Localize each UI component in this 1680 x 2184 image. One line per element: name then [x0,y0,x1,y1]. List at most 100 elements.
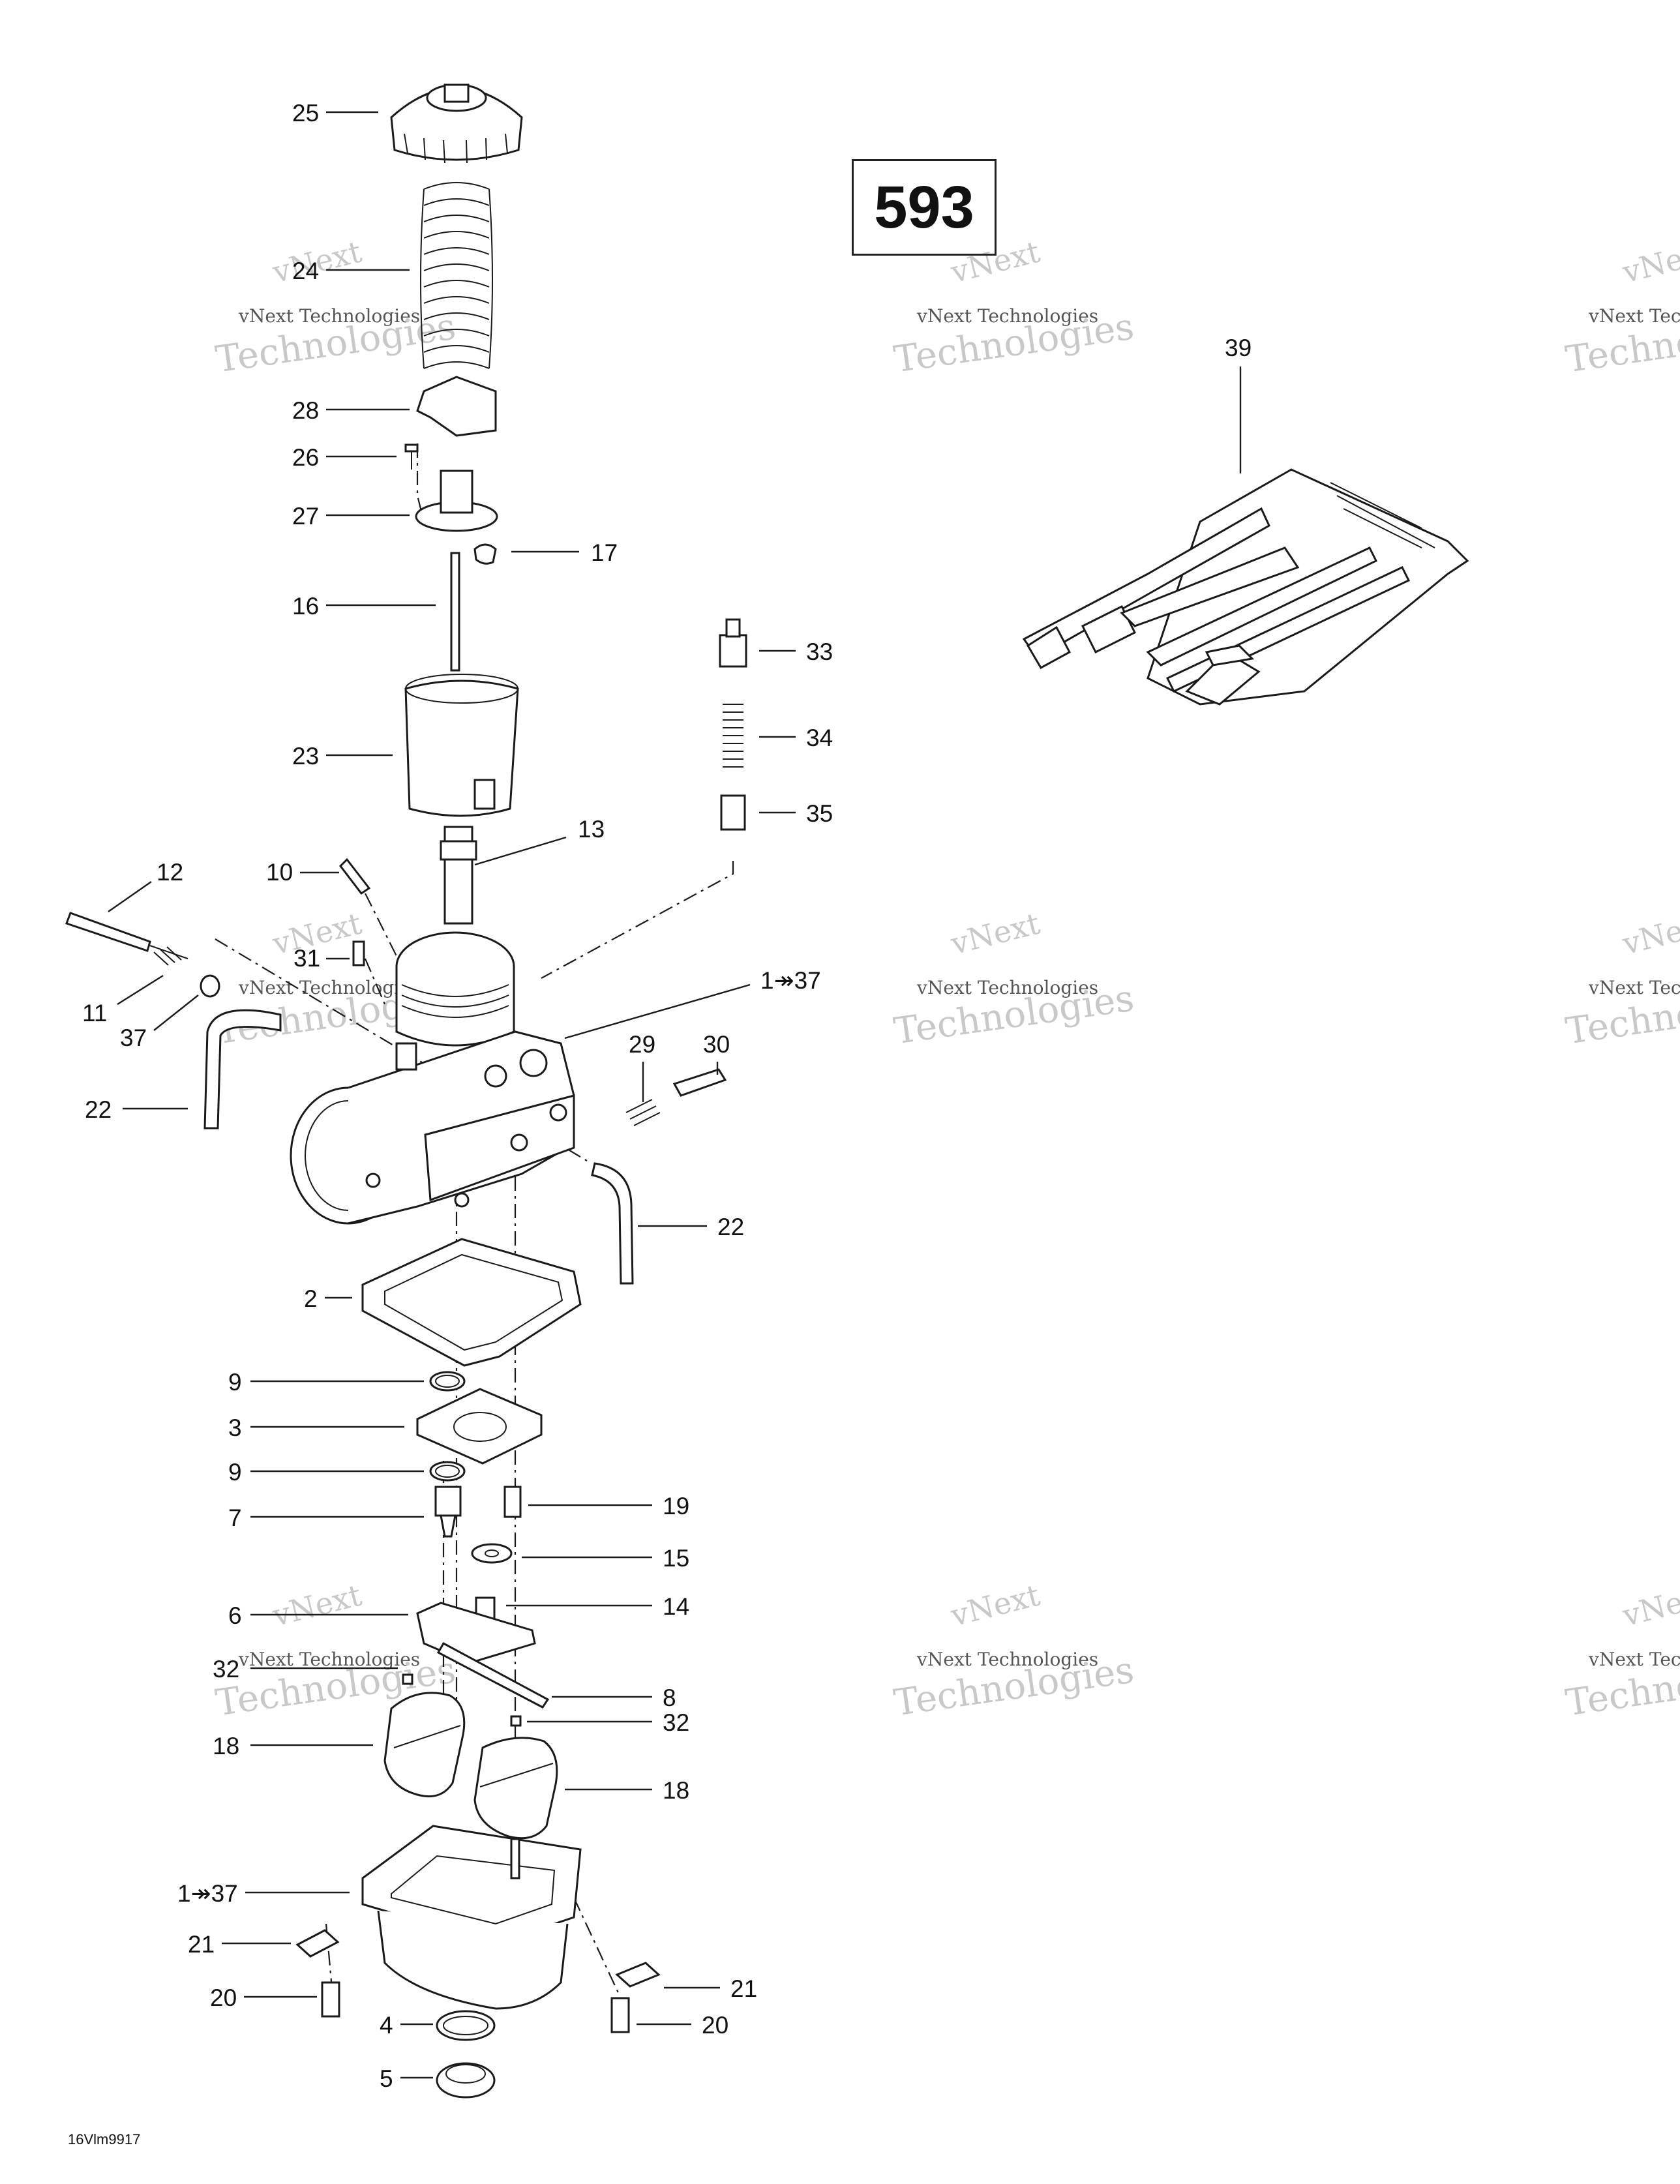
part-17-clip [473,543,497,565]
part-39-tool-kit [1022,468,1469,706]
svg-text:37: 37 [120,1025,147,1051]
callout-32-right: 32 [527,1709,689,1736]
svg-text:29: 29 [629,1031,655,1058]
callout-26: 26 [292,444,397,471]
svg-text:23: 23 [292,743,319,770]
svg-text:24: 24 [292,258,319,284]
watermark-9: vNext vNext Technologies Technologies [1563,1577,1680,1724]
part-28-plate [416,376,497,437]
svg-text:8: 8 [663,1684,676,1711]
callout-30: 30 [703,1031,730,1075]
part-19-jet [503,1486,522,1518]
svg-text:9: 9 [228,1369,242,1396]
part-22-hoses [203,1009,634,1285]
callout-9-top: 9 [228,1369,424,1396]
callout-24: 24 [292,258,410,284]
watermark-2: vNext vNext Technologies Technologies [892,233,1137,381]
svg-text:22: 22 [717,1214,744,1240]
part-10-screw [339,858,371,895]
callout-37: 37 [120,995,199,1051]
svg-text:vNext: vNext [269,1577,365,1633]
svg-text:16: 16 [292,593,319,620]
callout-28: 28 [292,397,410,424]
part-20-screws [321,1981,630,2033]
part-25-mixing-chamber-cap [390,83,523,164]
svg-text:32: 32 [213,1656,239,1683]
callout-19: 19 [528,1493,689,1519]
callout-31: 31 [293,945,350,972]
svg-text:18: 18 [213,1733,239,1759]
callout-12: 12 [108,859,183,912]
svg-text:vNext Technologies: vNext Technologies [916,305,1098,327]
svg-text:21: 21 [730,1975,757,2002]
part-13-needle-jet [440,826,477,925]
svg-text:vNext: vNext [947,1577,1043,1633]
callout-11: 11 [82,974,164,1026]
svg-text:21: 21 [188,1931,215,1958]
part-1-float-bowl [361,1825,582,2010]
part-23-throttle-valve [404,674,519,817]
part-29-30-air-screw [625,1068,727,1126]
svg-text:30: 30 [703,1031,730,1058]
callout-10: 10 [266,859,339,886]
svg-text:12: 12 [157,859,183,886]
callout-32-left: 32 [213,1656,398,1683]
svg-text:13: 13 [578,816,605,843]
callout-5: 5 [380,2065,433,2092]
part-27-needle-holder [415,470,498,532]
part-3-plate [416,1388,543,1465]
callout-3: 3 [228,1414,404,1441]
svg-text:39: 39 [1225,335,1252,361]
part-9-rings [429,1371,466,1482]
part-18-floats [383,1692,558,1840]
page-number: 593 [874,173,974,241]
callout-25: 25 [292,100,378,127]
part-8-pin [436,1641,550,1709]
callout-15: 15 [522,1545,689,1572]
svg-text:1↠37: 1↠37 [760,967,821,994]
part-4-o-ring [436,2010,496,2041]
svg-text:vNext: vNext [947,905,1043,961]
part-11-spring [153,946,182,966]
part-24-spring [420,182,493,369]
part-21-clips [295,1929,661,1988]
callout-13: 13 [474,816,605,866]
svg-text:20: 20 [702,2012,728,2039]
diagram-code-label: 16Vlm9917 [68,2131,141,2147]
callout-21-right: 21 [664,1975,757,2002]
part-12-idle-screw [65,912,188,959]
svg-text:3: 3 [228,1414,242,1441]
svg-text:vNext: vNext [1619,233,1680,290]
part-31-jet [352,940,365,966]
callout-34: 34 [759,725,833,751]
callouts: 25 24 28 26 2 7 17 16 33 [82,100,1252,2092]
svg-text:17: 17 [591,539,618,566]
svg-text:10: 10 [266,859,293,886]
svg-text:28: 28 [292,397,319,424]
svg-text:vNext: vNext [1619,1577,1680,1633]
svg-text:25: 25 [292,100,319,127]
callout-20-left: 20 [210,1984,317,2011]
part-33-35-pilot-screw-assembly [719,618,747,831]
callout-14: 14 [506,1593,689,1620]
callout-7: 7 [228,1504,424,1531]
part-15-washer [471,1543,513,1564]
callout-39: 39 [1225,335,1252,473]
callout-17: 17 [511,539,618,566]
callout-2: 2 [304,1285,352,1312]
callout-29: 29 [629,1031,655,1102]
watermark-6: vNext vNext Technologies Technologies [1563,905,1680,1053]
svg-text:20: 20 [210,1984,237,2011]
svg-text:vNext Technologies: vNext Technologies [916,977,1098,998]
svg-text:6: 6 [228,1602,242,1629]
svg-text:vNext Technologies: vNext Technologies [1588,305,1680,327]
callout-33: 33 [759,638,833,665]
watermark-5: vNext vNext Technologies Technologies [892,905,1137,1053]
svg-text:11: 11 [82,1000,107,1026]
assembly-axis-lines [215,443,734,1996]
watermark-8: vNext vNext Technologies Technologies [892,1577,1137,1724]
svg-text:35: 35 [806,800,833,827]
part-7-main-jet [434,1486,462,1538]
svg-text:32: 32 [663,1709,689,1736]
